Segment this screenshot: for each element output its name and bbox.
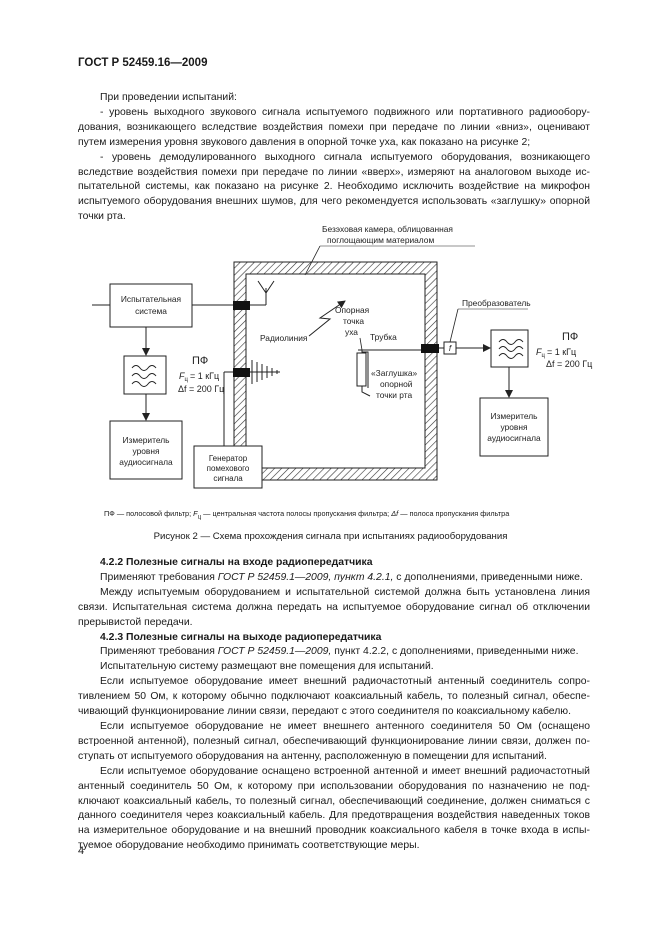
legend-symbol: Δf bbox=[391, 509, 399, 518]
paragraph: Применяют требования ГОСТ Р 52459.1—2009… bbox=[100, 646, 579, 658]
mouth-plug bbox=[356, 352, 367, 387]
right-bandpass-filter bbox=[490, 329, 529, 368]
intro-text: При проведении испытаний: - уровень выхо… bbox=[78, 91, 590, 225]
log-periodic-antenna-icon bbox=[250, 360, 280, 384]
wall-connector bbox=[233, 368, 250, 377]
left-meter-label: уровня bbox=[132, 446, 159, 456]
left-filter-fc-label: Fц= 1 кГц bbox=[179, 371, 219, 383]
left-bandpass-filter bbox=[123, 355, 167, 395]
figure-legend: ПФ — полосовой фильтр; Fц — центральная … bbox=[104, 509, 584, 520]
section-title: 4.2.2 Полезные сигналы на входе радиопер… bbox=[100, 557, 373, 568]
paragraph: - уровень выходного звукового сигнала ис… bbox=[78, 106, 590, 148]
generator-label: помехового bbox=[207, 464, 250, 473]
right-filter-pf: ПФ bbox=[562, 331, 578, 343]
chamber-label: Безэховая камера, облицованная bbox=[322, 224, 453, 234]
section-4-2-2: 4.2.2 Полезные сигналы на входе радиопер… bbox=[78, 556, 590, 854]
left-meter-label: Измеритель bbox=[123, 435, 171, 445]
mouth-plug-label: опорной bbox=[380, 379, 413, 389]
generator-label: сигнала bbox=[213, 474, 243, 483]
legend-item: ПФ — полосовой фильтр; bbox=[104, 509, 192, 518]
right-meter-box bbox=[479, 397, 549, 457]
legend-symbol: F bbox=[193, 509, 198, 518]
paragraph: Если испытуемое оборудование не имеет вн… bbox=[78, 720, 590, 762]
document-header: ГОСТ Р 52459.16—2009 bbox=[78, 57, 208, 69]
handset-icon bbox=[358, 349, 416, 397]
paragraph: Применяют требования ГОСТ Р 52459.1—2009… bbox=[100, 571, 583, 583]
test-system-label: система bbox=[135, 306, 167, 316]
ref-ear-label: Опорная bbox=[335, 305, 369, 315]
page-number: 4 bbox=[78, 845, 85, 857]
radio-link-label: Радиолиния bbox=[260, 333, 307, 343]
figure-caption: Рисунок 2 — Схема прохождения сигнала пр… bbox=[153, 531, 508, 542]
paragraph: При проведении испытаний: bbox=[100, 92, 237, 103]
mouth-plug-label: точки рта bbox=[376, 390, 412, 400]
paragraph: Если испытуемое оборудование имеет внешн… bbox=[78, 676, 590, 718]
ref-ear-label: уха bbox=[345, 327, 358, 337]
generator-label: Генератор bbox=[209, 454, 248, 463]
right-filter-df: Δf = 200 Гц bbox=[546, 359, 592, 369]
chamber-label-leader bbox=[304, 245, 321, 276]
section-title: 4.2.3 Полезные сигналы на выходе радиопе… bbox=[100, 631, 382, 643]
right-filter-fc-label: Fц= 1 кГц bbox=[536, 347, 576, 359]
paragraph: Если испытуемое оборудование оснащено вс… bbox=[78, 765, 590, 852]
right-meter-label: уровня bbox=[500, 422, 527, 432]
left-filter-pf: ПФ bbox=[192, 355, 208, 367]
paragraph: Испытательную систему размещают вне поме… bbox=[100, 661, 434, 673]
radio-link-zigzag-icon bbox=[308, 300, 346, 337]
left-meter-label: аудиосигнала bbox=[119, 457, 173, 467]
paragraph: - уровень демодулированного выходного си… bbox=[78, 151, 590, 223]
converter-label: Преобразователь bbox=[462, 298, 531, 308]
antenna-icon bbox=[257, 280, 275, 294]
handset-label: Трубка bbox=[370, 332, 397, 342]
anechoic-chamber bbox=[233, 261, 438, 481]
ref-ear-label: точка bbox=[343, 316, 364, 326]
legend-item: — полоса пропускания фильтра bbox=[400, 509, 510, 518]
chamber-label: поглощающим материалом bbox=[327, 235, 434, 245]
paragraph: Между испытуемым оборудованием и испытат… bbox=[78, 586, 590, 628]
converter-box bbox=[443, 341, 457, 355]
right-meter-label: аудиосигнала bbox=[487, 433, 541, 443]
wall-connector bbox=[421, 344, 439, 353]
right-meter-label: Измеритель bbox=[491, 411, 539, 421]
generator-box bbox=[193, 445, 263, 489]
wall-connector bbox=[233, 301, 250, 310]
mouth-plug-label: «Заглушка» bbox=[371, 368, 418, 378]
legend-item: — центральная частота полосы пропускания… bbox=[203, 509, 390, 518]
left-meter-box bbox=[109, 420, 183, 480]
test-system-box bbox=[109, 283, 193, 328]
left-filter-df: Δf = 200 Гц bbox=[178, 384, 224, 394]
legend-subscript: ц bbox=[197, 513, 202, 521]
test-system-label: Испытательная bbox=[121, 294, 181, 304]
converter-symbol: f bbox=[449, 344, 452, 353]
